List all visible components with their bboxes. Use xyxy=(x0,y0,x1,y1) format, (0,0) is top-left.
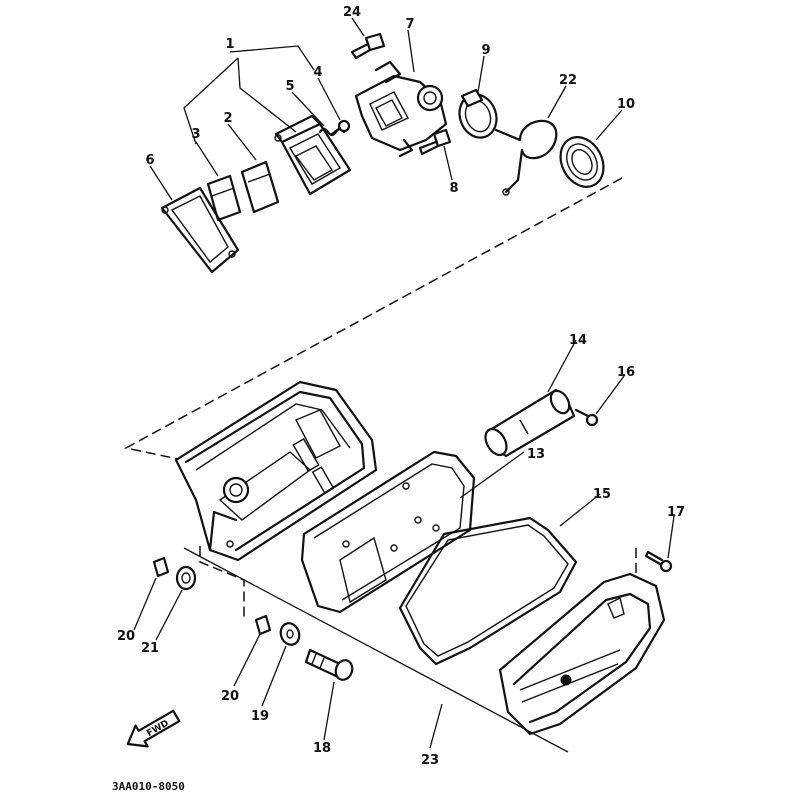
callout-5: 5 xyxy=(285,79,294,94)
bolt-part-18 xyxy=(304,648,354,681)
callout-6: 6 xyxy=(145,153,154,168)
callout-3: 3 xyxy=(191,127,200,142)
screw-part-4 xyxy=(330,119,351,136)
spring-clip-part-22 xyxy=(494,119,558,196)
screw-part-17 xyxy=(644,550,673,573)
callout-14: 14 xyxy=(569,333,587,348)
grommet-part-20-left xyxy=(152,556,170,578)
diagram-code: 3AA010-8050 xyxy=(112,780,185,793)
callout-10: 10 xyxy=(617,97,635,112)
bolt-part-8 xyxy=(418,128,452,156)
callout-22: 22 xyxy=(559,73,577,88)
bolt-part-24 xyxy=(350,32,386,60)
lower-alignment-line-a xyxy=(199,546,245,620)
collar-part-21 xyxy=(175,565,197,591)
callout-1: 1 xyxy=(225,37,234,52)
callout-21: 21 xyxy=(141,641,159,656)
callout-23: 23 xyxy=(421,753,439,768)
callout-4: 4 xyxy=(313,65,322,80)
callout-17: 17 xyxy=(667,505,685,520)
reed-stopper-part-2 xyxy=(240,160,280,214)
intake-tube-part-14 xyxy=(484,388,576,458)
callout-8: 8 xyxy=(449,181,458,196)
callout-2: 2 xyxy=(223,111,232,126)
callout-20-left: 20 xyxy=(117,629,135,644)
bracket-line-23 xyxy=(183,547,569,753)
callout-15: 15 xyxy=(593,487,611,502)
callout-20-right: 20 xyxy=(221,689,239,704)
gasket-ring-part-15 xyxy=(398,516,578,666)
callout-18: 18 xyxy=(313,741,331,756)
reed-petal-part-3 xyxy=(206,174,242,222)
reed-valve-assembly-part-1 xyxy=(274,114,352,196)
callout-16: 16 xyxy=(617,365,635,380)
intake-manifold-part-7 xyxy=(354,60,448,158)
callout-19: 19 xyxy=(251,709,269,724)
callout-24: 24 xyxy=(343,5,361,20)
gasket-part-6 xyxy=(160,186,240,274)
callout-7: 7 xyxy=(405,17,414,32)
seal-ring-part-10 xyxy=(559,136,605,188)
leader-lines xyxy=(133,17,675,749)
screw-part-16 xyxy=(574,408,599,427)
washer-part-19 xyxy=(279,622,301,646)
forward-arrow-icon: FWD xyxy=(126,709,181,748)
callout-13: 13 xyxy=(527,447,545,462)
callout-9: 9 xyxy=(481,43,490,58)
grommet-part-20-right xyxy=(254,614,272,636)
air-cleaner-cap xyxy=(498,572,666,736)
hose-clamp-part-9 xyxy=(458,88,498,139)
air-cleaner-case xyxy=(174,380,378,562)
